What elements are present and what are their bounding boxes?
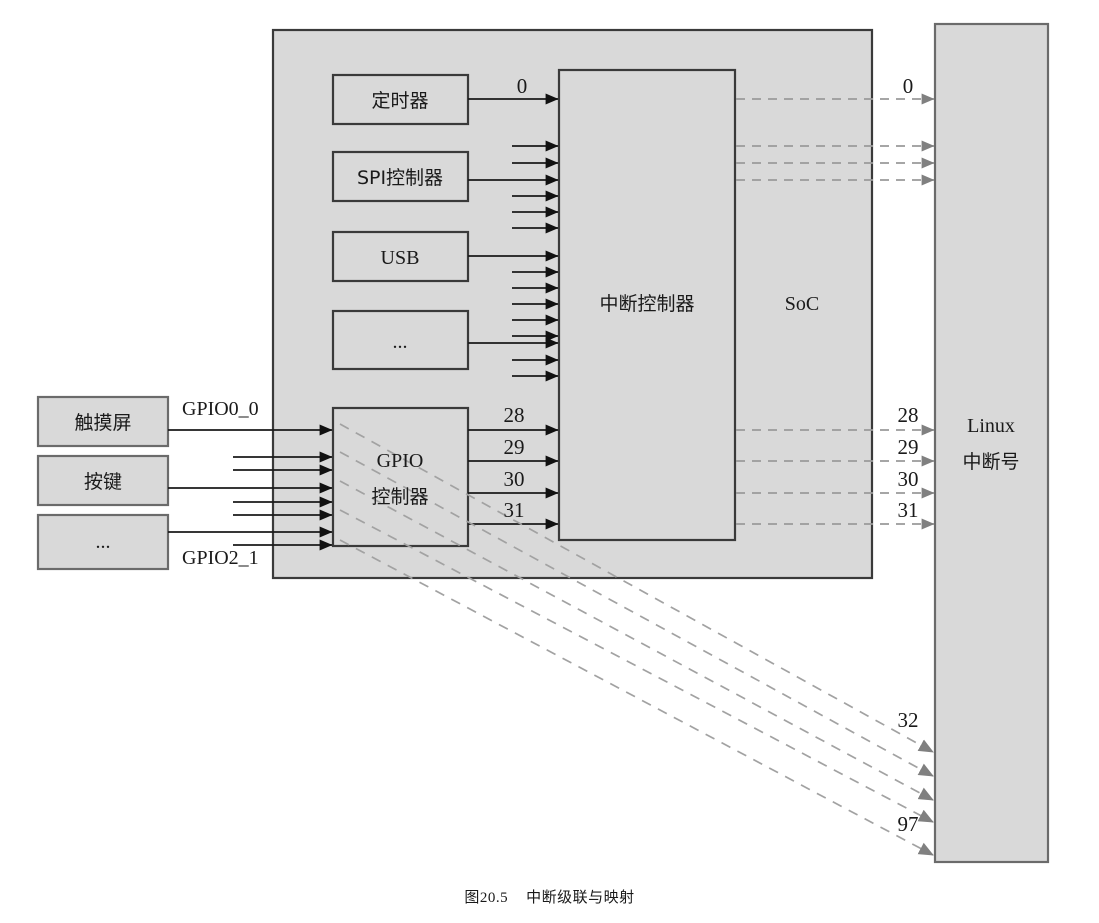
linux-irq-number-gpio-2: 30 (898, 467, 919, 491)
interrupt-controller-box (557, 68, 737, 542)
peripheral-label-more: ... (393, 331, 408, 353)
linux-irq-number-gpio-1: 29 (898, 435, 919, 459)
linux-irq-box (933, 22, 1050, 864)
external-device-box-more (36, 513, 170, 571)
signal-label-first: GPIO0_0 (182, 398, 259, 420)
hw-irq-number-gpio-3: 31 (504, 498, 525, 522)
hw-irq-number-gpio-2: 30 (504, 467, 525, 491)
external-device-box-touchscreen (36, 395, 170, 448)
peripheral-box-timer (331, 73, 470, 126)
hw-irq-number-gpio-0: 28 (504, 403, 525, 427)
peripheral-label-usb: USB (381, 247, 420, 269)
linux-irq-number-virtual-end: 97 (898, 812, 919, 836)
interrupt-controller-label: 中断控制器 (599, 293, 694, 315)
linux-irq-dashed-lines-gpio (736, 424, 935, 530)
soc-label: SoC (785, 293, 819, 315)
peripheral-label-timer: 定时器 (371, 90, 428, 112)
irq-line-bundle (468, 140, 559, 382)
peripheral-box-spi (331, 150, 470, 203)
signal-label-last: GPIO2_1 (182, 547, 259, 569)
figure-caption-number: 图20.5 (464, 890, 509, 906)
external-device-lines (168, 424, 333, 551)
hw-irq-number-timer: 0 (517, 74, 528, 98)
figure-caption-text: 中断级联与映射 (526, 888, 635, 906)
linux-irq-number-gpio-3: 31 (898, 498, 919, 522)
external-device-label-more: ... (96, 531, 111, 553)
external-device-label-touchscreen: 触摸屏 (74, 412, 131, 434)
peripheral-box-more (331, 309, 470, 371)
figure-caption: 图20.5 中断级联与映射 (0, 886, 1099, 907)
linux-label-line2: 中断号 (962, 451, 1019, 473)
external-device-label-keys: 按键 (84, 471, 122, 493)
gpio-controller-label-line2: 控制器 (371, 486, 428, 508)
linux-irq-dashed-lines-top (736, 93, 935, 186)
gpio-virtual-irq-dashed-lines (339, 423, 934, 856)
gpio-cascade-lines (468, 424, 559, 530)
external-device-box-keys (36, 454, 170, 507)
linux-irq-number-virtual-start: 32 (898, 708, 919, 732)
gpio-controller-box (331, 406, 470, 548)
peripheral-box-usb (331, 230, 470, 283)
linux-label-line1: Linux (967, 415, 1015, 437)
linux-irq-number-gpio-0: 28 (898, 403, 919, 427)
linux-irq-number-top: 0 (903, 74, 914, 98)
peripheral-label-spi: SPI控制器 (357, 167, 443, 189)
hw-irq-number-gpio-1: 29 (504, 435, 525, 459)
gpio-controller-label-line1: GPIO (377, 450, 424, 472)
